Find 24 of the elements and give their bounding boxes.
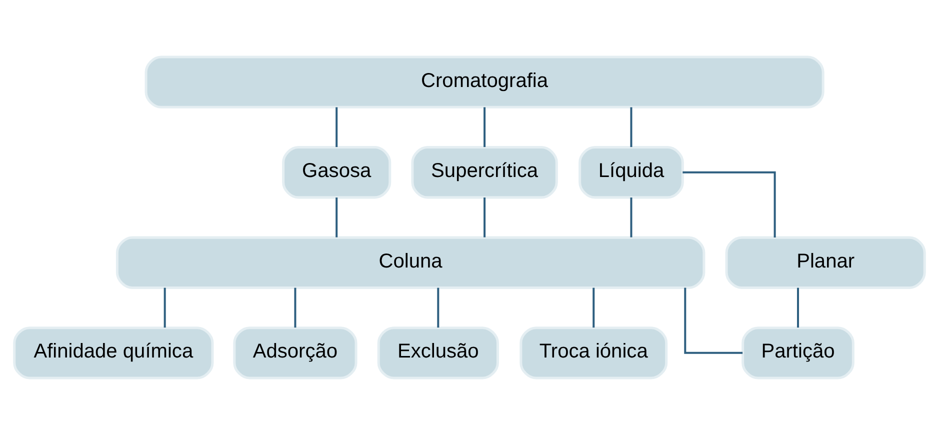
connector	[437, 288, 440, 328]
node-box: Coluna	[116, 236, 706, 289]
connector	[484, 107, 486, 148]
node-box: Adsorção	[233, 326, 358, 380]
node-box: Supercrítica	[411, 146, 558, 199]
node-box: Cromatografia	[144, 56, 824, 108]
node-box: Afinidade química	[13, 326, 214, 380]
connector	[336, 198, 338, 238]
connector	[336, 107, 338, 148]
connector	[684, 288, 743, 354]
node-box: Planar	[725, 236, 926, 289]
node-box: Troca iónica	[520, 326, 668, 380]
node-box: Exclusão	[377, 326, 499, 380]
connector	[294, 288, 296, 328]
connector	[630, 107, 632, 148]
connector	[592, 288, 595, 328]
connector	[682, 171, 776, 238]
connector	[630, 198, 632, 238]
node-box: Partição	[742, 326, 854, 380]
node-box: Líquida	[578, 146, 684, 199]
connector	[164, 288, 166, 328]
connector	[796, 288, 799, 328]
connector	[484, 198, 486, 238]
node-box: Gasosa	[282, 146, 392, 199]
